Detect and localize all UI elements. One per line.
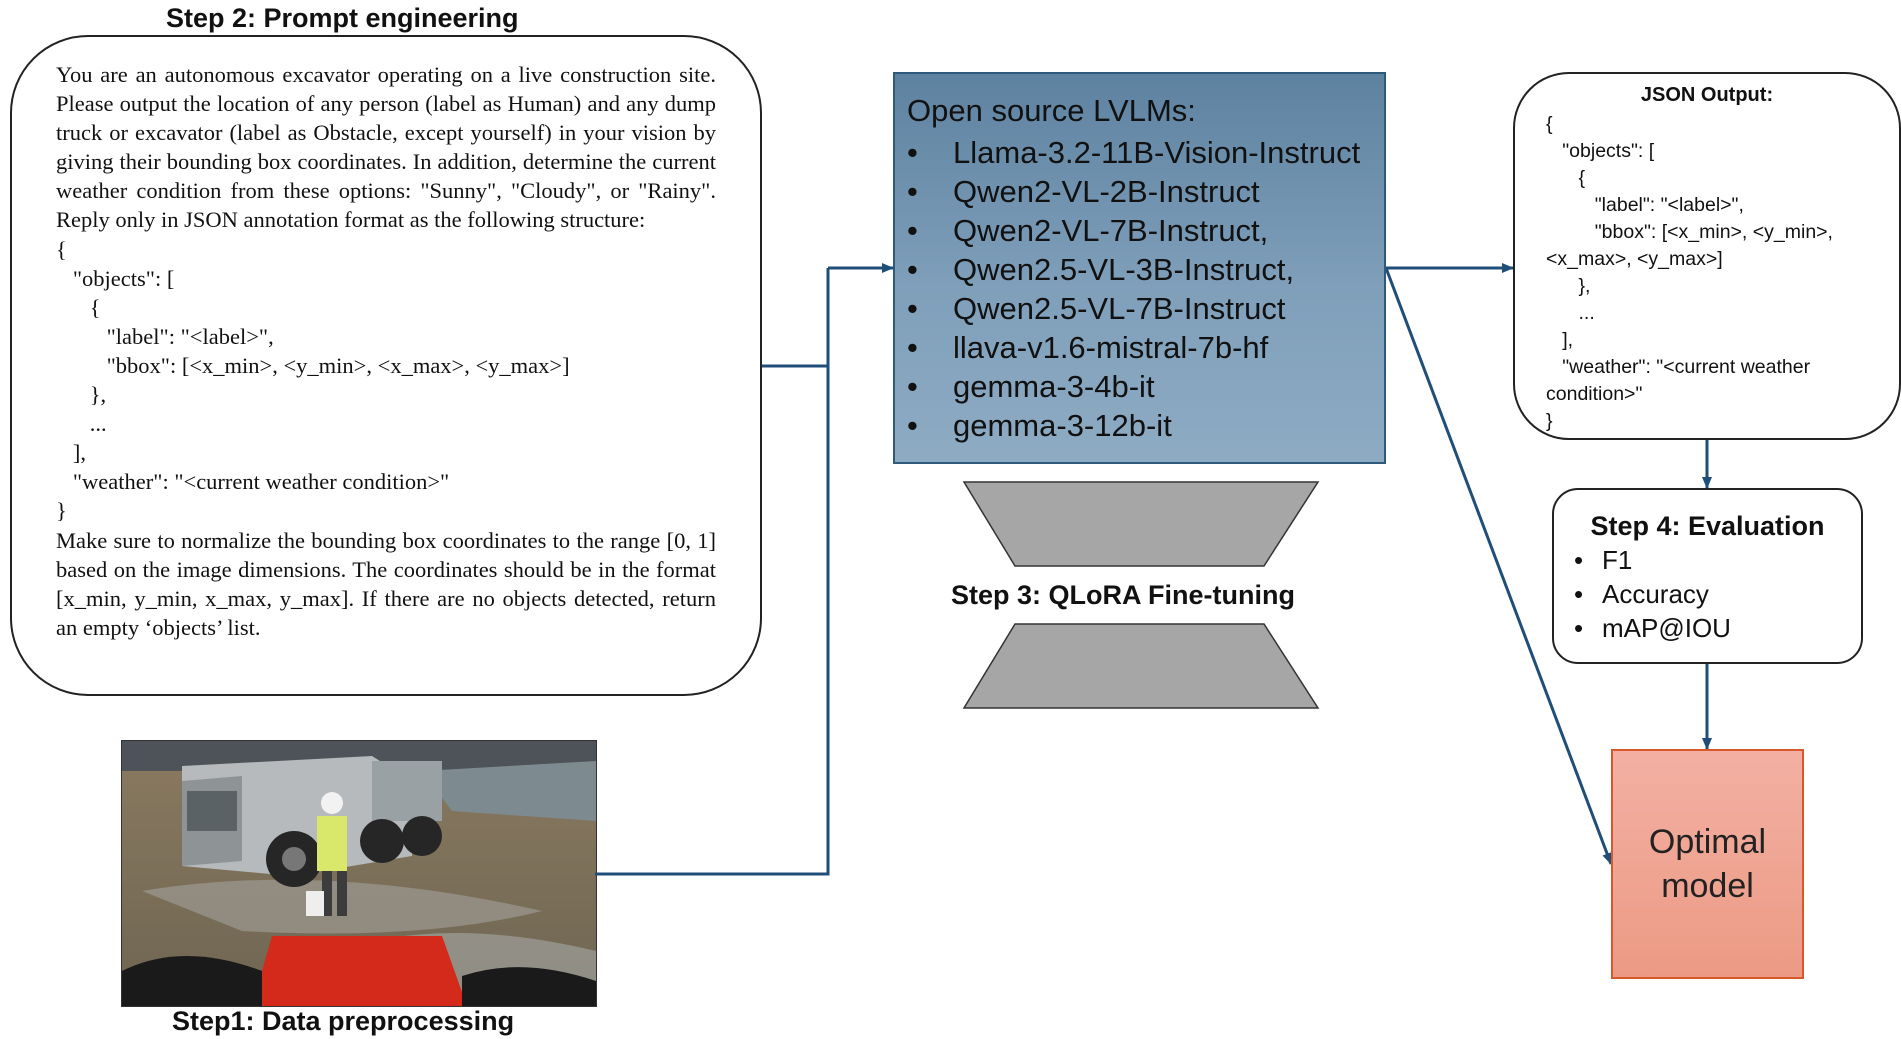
json-output-line: } (1546, 410, 1553, 432)
lvlm-to-optimal-arrow (1384, 267, 1613, 865)
lvlm-model-name: Qwen2.5-VL-7B-Instruct (953, 291, 1286, 326)
prompt-code-line: "objects": [ (56, 265, 175, 291)
json-output-line: "label": "<label>", (1546, 194, 1744, 216)
json-output-line: }, (1546, 275, 1591, 297)
evaluation-metric-list: •F1 •Accuracy •mAP@IOU (1574, 543, 1731, 645)
json-output-line: "bbox": [<x_min>, <y_min>, (1546, 221, 1833, 243)
json-output-text: { "objects": [ { "label": "<label>", "bb… (1546, 111, 1833, 435)
evaluation-box (1552, 488, 1863, 664)
prompt-code-line: { (56, 294, 101, 320)
lvlm-model-name: llava-v1.6-mistral-7b-hf (953, 330, 1269, 365)
lvlm-box (893, 72, 1386, 464)
prompt-outro: Make sure to normalize the bounding box … (56, 527, 716, 640)
json-output-line: ... (1546, 302, 1595, 324)
prompt-code-line: "weather": "<current weather condition>" (56, 469, 450, 495)
json-output-line: { (1546, 167, 1586, 189)
prompt-code-line: { (56, 236, 67, 262)
lvlm-model-item: •Llama-3.2-11B-Vision-Instruct (907, 135, 1361, 170)
construction-site-photo (121, 740, 597, 1007)
lvlm-model-item: •gemma-3-12b-it (907, 408, 1172, 443)
prompt-code-line: }, (56, 382, 107, 408)
step3-heading: Step 3: QLoRA Fine-tuning (951, 580, 1295, 610)
json-output-box (1513, 72, 1901, 440)
lvlm-model-item: •gemma-3-4b-it (907, 369, 1155, 404)
evaluation-metric-name: mAP@IOU (1602, 613, 1731, 643)
prompt-code-line: "label": "<label>", (56, 323, 274, 349)
optimal-model-line1: Optimal (1648, 823, 1767, 861)
prompt-code-line: ], (56, 440, 86, 466)
prompt-intro: You are an autonomous excavator operatin… (56, 62, 716, 233)
prompt-code-block: { "objects": [ { "label": "<label>", "bb… (56, 235, 716, 526)
json-output-line: condition>" (1546, 383, 1643, 405)
step1-heading: Step1: Data preprocessing (172, 1006, 515, 1036)
lvlm-model-name: Llama-3.2-11B-Vision-Instruct (953, 135, 1361, 170)
evaluation-metric-name: F1 (1602, 545, 1633, 575)
json-output-line: { (1546, 113, 1553, 135)
lvlm-model-item: •llava-v1.6-mistral-7b-hf (907, 330, 1269, 365)
evaluation-metric-item: •Accuracy (1574, 579, 1709, 609)
lvlm-model-name: Qwen2-VL-2B-Instruct (953, 174, 1260, 209)
lvlm-model-name: Qwen2-VL-7B-Instruct, (953, 213, 1269, 248)
lvlm-model-item: •Qwen2.5-VL-7B-Instruct (907, 291, 1286, 326)
optimal-model-line2: model (1661, 867, 1754, 905)
lvlm-model-item: •Qwen2.5-VL-3B-Instruct, (907, 252, 1295, 287)
lvlm-model-name: Qwen2.5-VL-3B-Instruct, (953, 252, 1295, 287)
lvlm-model-name: gemma-3-12b-it (953, 408, 1172, 443)
prompt-text: You are an autonomous excavator operatin… (56, 60, 716, 642)
json-output-line: "weather": "<current weather (1546, 356, 1811, 378)
evaluation-metric-item: •F1 (1574, 545, 1633, 575)
photo-illustration (122, 741, 596, 1006)
prompt-box (10, 35, 762, 696)
prompt-code-line: } (56, 498, 67, 524)
step2-heading: Step 2: Prompt engineering (166, 3, 519, 33)
json-output-line: "objects": [ (1546, 140, 1655, 162)
lvlm-model-item: •Qwen2-VL-7B-Instruct, (907, 213, 1269, 248)
optimal-model-label: Optimal model (1623, 820, 1793, 908)
encoder-trapezoid (962, 481, 1320, 567)
lvlm-model-item: •Qwen2-VL-2B-Instruct (907, 174, 1260, 209)
lvlm-title: Open source LVLMs: (907, 93, 1196, 128)
lvlm-model-list: •Llama-3.2-11B-Vision-Instruct •Qwen2-VL… (907, 133, 1360, 445)
lvlm-model-name: gemma-3-4b-it (953, 369, 1155, 404)
prompt-code-line: "bbox": [<x_min>, <y_min>, <x_max>, <y_m… (56, 352, 570, 378)
evaluation-metric-item: •mAP@IOU (1574, 613, 1731, 643)
json-output-line: <x_max>, <y_max>] (1546, 248, 1723, 270)
json-output-title: JSON Output: (1640, 84, 1774, 106)
evaluation-metric-name: Accuracy (1602, 579, 1709, 609)
evaluation-title: Step 4: Evaluation (1590, 511, 1825, 541)
decoder-trapezoid (962, 623, 1320, 709)
photo-to-merge-line (595, 268, 830, 876)
optimal-model-box: Optimal model (1611, 749, 1804, 979)
prompt-code-line: ... (56, 411, 107, 437)
json-output-line: ], (1546, 329, 1574, 351)
